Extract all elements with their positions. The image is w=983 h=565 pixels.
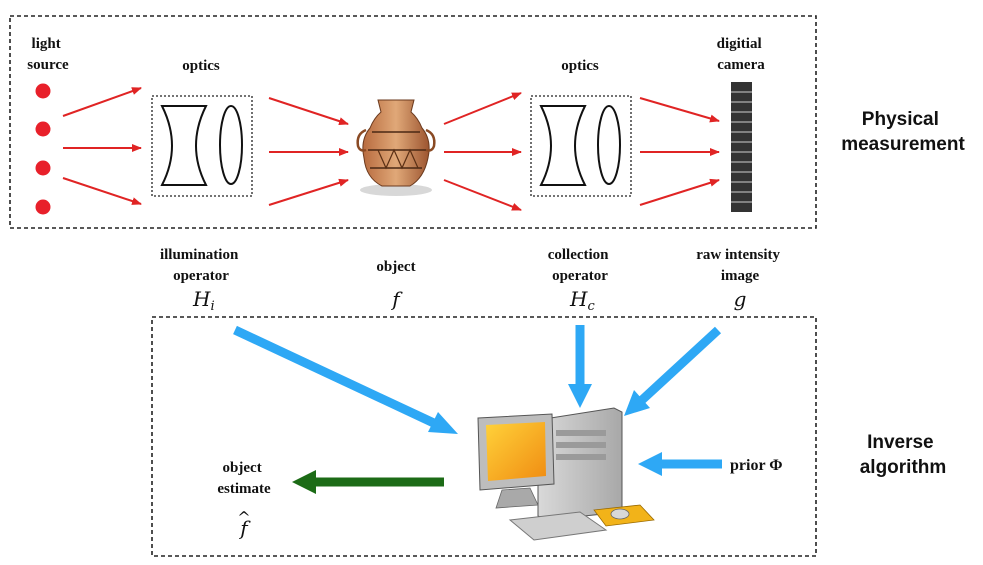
optics-right-box	[530, 95, 632, 197]
physical-measurement-label: Physical measurement	[841, 109, 965, 155]
blue-arrow-raw	[624, 326, 722, 416]
source-dot	[35, 199, 51, 215]
lens-icon	[160, 105, 243, 186]
object-label: object	[376, 259, 415, 275]
inverse-algorithm-label: Inverse algorithm	[860, 432, 947, 478]
optics-right-label: optics	[561, 58, 599, 74]
raw-image-label: raw intensity image	[696, 247, 784, 284]
source-dot	[35, 121, 51, 137]
illumination-operator-label: illumination operator	[160, 247, 242, 284]
camera-sensor-icon	[731, 82, 752, 212]
vase-icon	[356, 99, 436, 196]
object-estimate-label: object estimate	[217, 460, 271, 497]
light-source-label: light source	[27, 36, 69, 73]
source-dot	[35, 83, 51, 99]
object-estimate-hat: ^	[237, 508, 250, 527]
red-arrow	[639, 178, 720, 206]
red-arrows	[62, 87, 720, 211]
raw-image-symbol: g	[734, 287, 747, 311]
red-arrow	[62, 177, 142, 205]
optics-left-box	[151, 95, 253, 197]
illumination-operator-symbol: Hi	[192, 287, 215, 314]
source-dot	[35, 160, 51, 176]
collection-operator-symbol: Hc	[569, 287, 595, 314]
lens-icon	[539, 105, 621, 186]
green-arrow-estimate	[292, 470, 444, 494]
prior-label: prior Φ	[730, 457, 783, 474]
optics-left-label: optics	[182, 58, 220, 74]
blue-arrows	[233, 325, 722, 476]
computer-icon	[477, 407, 655, 541]
collection-operator-label: collection operator	[548, 247, 613, 284]
blue-arrow-collection	[568, 325, 592, 408]
camera-label: digitial camera	[717, 36, 766, 73]
red-arrow	[62, 87, 142, 117]
blue-arrow-illumination	[233, 325, 458, 434]
physical-measurement-box	[9, 15, 817, 229]
red-arrow	[639, 97, 720, 123]
light-source-dots	[35, 83, 51, 215]
inverse-algorithm-box	[151, 316, 817, 557]
blue-arrow-prior	[638, 452, 722, 476]
object-symbol: f	[390, 287, 403, 311]
red-arrow	[268, 97, 349, 125]
red-arrow	[268, 178, 349, 206]
red-arrow	[443, 92, 522, 125]
red-arrow	[443, 179, 522, 211]
